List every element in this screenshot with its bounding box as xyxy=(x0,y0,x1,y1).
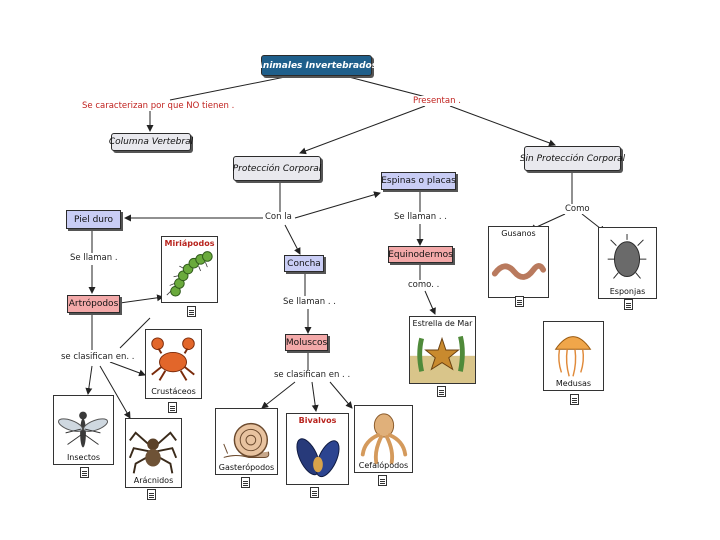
caption-cefalopodos: Cefalópodos xyxy=(358,461,409,470)
sponge-icon xyxy=(607,234,647,279)
caption-miriapodos: Miriápodos xyxy=(164,239,215,248)
image-esponjas[interactable]: Esponjas xyxy=(598,227,657,299)
caption-crustaceos: Crustáceos xyxy=(151,387,196,396)
link-se-llaman-piel: Se llaman . xyxy=(68,253,120,263)
link-con-la: Con la xyxy=(263,212,294,222)
link-como-equinodermos: como. . xyxy=(406,280,442,290)
image-cefalopodos[interactable]: Cefalópodos xyxy=(354,405,413,473)
node-concha[interactable]: Concha xyxy=(284,255,324,272)
link-caracterizan: Se caracterizan por que NO tienen . xyxy=(80,101,237,111)
link-presentan: Presentan . xyxy=(411,96,463,106)
resource-icon-aracnidos[interactable] xyxy=(147,489,156,500)
node-equinodermos[interactable]: Equinodermos xyxy=(388,246,453,263)
node-root[interactable]: Animales Invertebrados xyxy=(256,55,377,76)
caption-bivalvos: Bivalvos xyxy=(298,416,337,425)
resource-icon-estrella[interactable] xyxy=(437,386,446,397)
resource-icon-gusanos[interactable] xyxy=(515,296,524,307)
link-como-top: Como xyxy=(563,204,592,214)
caption-medusas: Medusas xyxy=(555,379,592,388)
node-espinas[interactable]: Espinas o placas xyxy=(381,172,456,190)
image-estrella[interactable]: Estrella de Mar xyxy=(409,316,476,384)
node-piel[interactable]: Piel duro xyxy=(66,210,121,229)
caption-esponjas: Esponjas xyxy=(609,287,646,296)
resource-icon-insectos[interactable] xyxy=(80,467,89,478)
resource-icon-crustaceos[interactable] xyxy=(168,402,177,413)
node-artropodos[interactable]: Artrópodos xyxy=(67,295,120,313)
snail-icon xyxy=(223,422,270,458)
resource-icon-cefalopodos[interactable] xyxy=(378,475,387,486)
mussel-icon xyxy=(296,438,340,478)
image-miriapodos[interactable]: Miriápodos xyxy=(161,236,218,303)
resource-icon-gasteropodos[interactable] xyxy=(241,477,250,488)
node-sin-proteccion[interactable]: Sin Protección Corporal xyxy=(520,146,625,171)
crab-icon xyxy=(151,337,195,381)
link-se-llaman-concha: Se llaman . . xyxy=(281,297,338,307)
centipede-icon xyxy=(166,251,213,297)
image-insectos[interactable]: Insectos xyxy=(53,395,114,465)
resource-icon-medusas[interactable] xyxy=(570,394,579,405)
image-crustaceos[interactable]: Crustáceos xyxy=(145,329,202,399)
image-bivalvos[interactable]: Bivalvos xyxy=(286,413,349,485)
caption-gusanos: Gusanos xyxy=(501,229,536,238)
image-gusanos[interactable]: Gusanos xyxy=(488,226,549,298)
caption-gasteropodos: Gasterópodos xyxy=(218,463,275,472)
node-columna[interactable]: Columna Vertebral xyxy=(109,133,193,151)
caption-aracnidos: Arácnidos xyxy=(133,476,174,485)
jellyfish-icon xyxy=(554,336,592,377)
starfish-icon xyxy=(410,335,475,383)
octopus-icon xyxy=(360,413,408,465)
worm-icon xyxy=(491,263,547,280)
caption-insectos: Insectos xyxy=(66,453,101,462)
link-se-llaman-espinas: Se llaman . . xyxy=(392,212,449,222)
resource-icon-miriapodos[interactable] xyxy=(187,306,196,317)
link-clasifican-artropodos: se clasifican en. . xyxy=(59,352,137,362)
insect-icon xyxy=(58,411,109,448)
image-medusas[interactable]: Medusas xyxy=(543,321,604,391)
resource-icon-esponjas[interactable] xyxy=(624,299,633,310)
node-moluscos[interactable]: Moluscos xyxy=(285,334,328,351)
link-clasifican-moluscos: se clasifican en . . xyxy=(272,370,353,380)
spider-icon xyxy=(128,431,178,474)
caption-estrella: Estrella de Mar xyxy=(412,319,473,328)
resource-icon-bivalvos[interactable] xyxy=(310,487,319,498)
image-gasteropodos[interactable]: Gasterópodos xyxy=(215,408,278,475)
image-aracnidos[interactable]: Arácnidos xyxy=(125,418,182,488)
node-proteccion[interactable]: Protección Corporal xyxy=(233,156,321,181)
